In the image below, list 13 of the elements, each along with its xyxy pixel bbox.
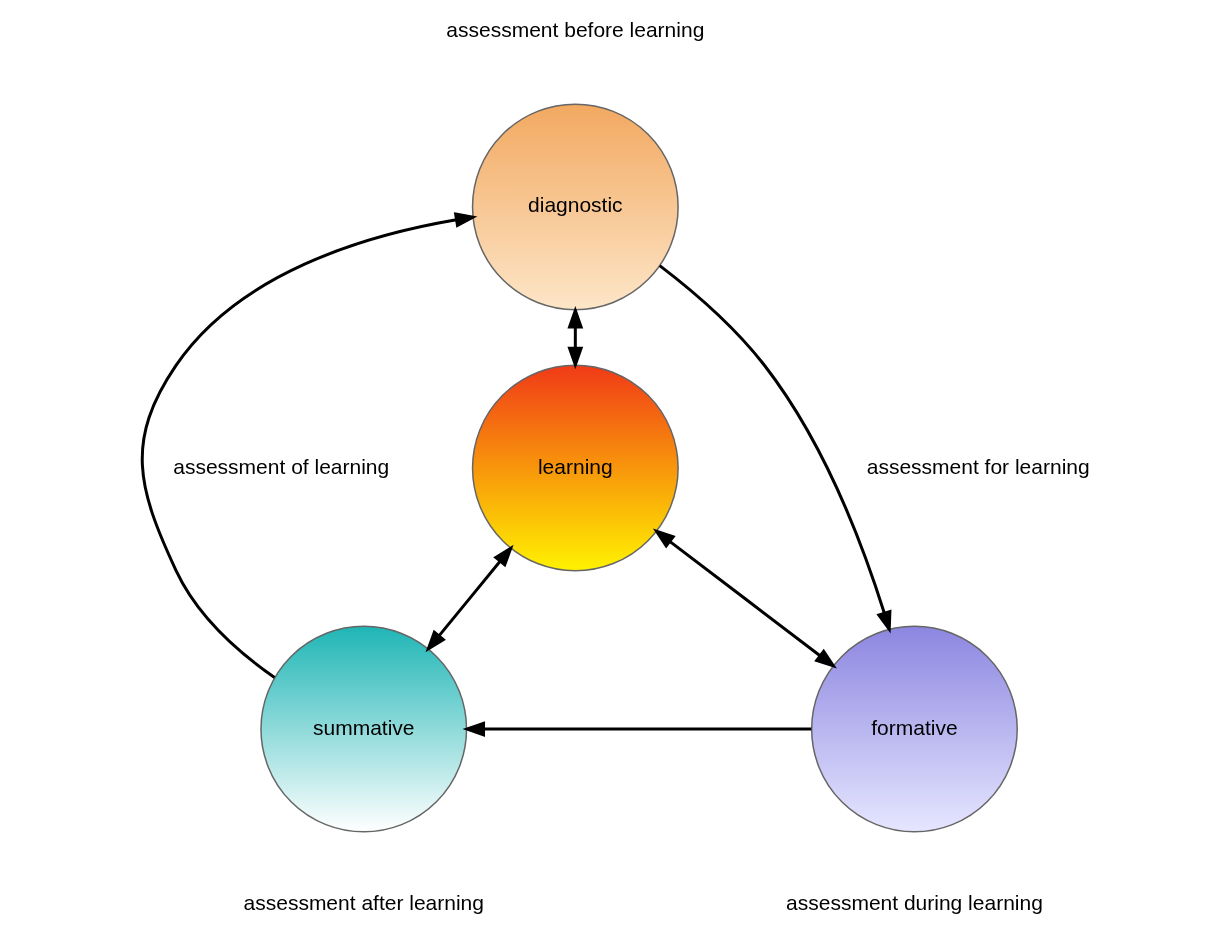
arrow bbox=[425, 544, 514, 653]
node-circle: diagnostic bbox=[471, 103, 679, 311]
edge-label: assessment for learning bbox=[866, 454, 1090, 478]
node-label: assessment before learning bbox=[445, 17, 704, 41]
arrow bbox=[140, 212, 477, 679]
arrow bbox=[652, 528, 837, 669]
node-label: assessment during learning bbox=[785, 891, 1043, 915]
node-circle: summative bbox=[259, 625, 467, 833]
arrow bbox=[658, 264, 891, 634]
edge-label: assessment of learning bbox=[172, 454, 389, 478]
arrow bbox=[461, 721, 811, 737]
arrow bbox=[566, 305, 583, 370]
node-label: assessment after learning bbox=[243, 891, 484, 915]
